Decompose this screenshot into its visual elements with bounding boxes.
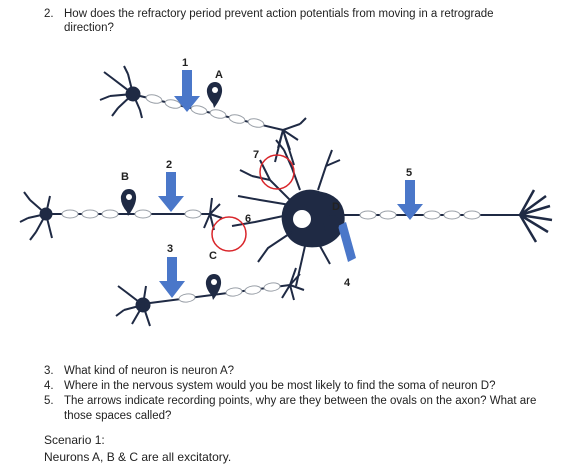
question-number: 4.	[44, 380, 54, 392]
label-4: 4	[344, 277, 351, 289]
arrow-2	[158, 172, 184, 212]
label-3: 3	[167, 243, 173, 255]
electrode-pins	[120, 82, 340, 300]
question-number: 5.	[44, 395, 54, 407]
question-text-line2: direction?	[64, 22, 114, 34]
label-c: C	[209, 250, 217, 262]
pin-d	[323, 215, 340, 242]
circle-7	[259, 154, 295, 190]
neuron-diagram: 1 A 7 B 2 5 D 6 3 C 4	[19, 57, 553, 327]
arrow-4	[338, 222, 356, 262]
label-5: 5	[406, 167, 412, 179]
pin-b	[120, 189, 137, 216]
question-text: How does the refractory period prevent a…	[64, 8, 494, 20]
question-text: The arrows indicate recording points, wh…	[64, 395, 537, 407]
label-b: B	[121, 171, 129, 183]
circle-6	[211, 216, 247, 252]
label-a: A	[215, 69, 223, 81]
arrow-3	[159, 257, 185, 298]
scenario-text: Neurons A, B & C are all excitatory.	[44, 450, 232, 464]
scenario-title: Scenario 1:	[44, 433, 105, 447]
neuron-d	[231, 139, 553, 287]
pin-a	[206, 82, 223, 108]
question-number: 2.	[44, 8, 54, 20]
question-number: 3.	[44, 365, 54, 377]
label-6: 6	[245, 213, 251, 225]
question-text: What kind of neuron is neuron A?	[64, 365, 235, 377]
synapse-circles	[211, 154, 295, 252]
neuron-a	[99, 65, 307, 166]
neuron-b	[19, 191, 223, 241]
neuron-c	[115, 267, 305, 327]
label-1: 1	[182, 57, 188, 69]
question-text-line2: those spaces called?	[64, 410, 172, 422]
arrow-5	[397, 180, 423, 220]
label-d: D	[332, 201, 340, 213]
question-2-line2: direction?	[64, 21, 114, 36]
question-5-line2: those spaces called?	[64, 409, 171, 424]
label-7: 7	[253, 149, 259, 161]
recording-arrows	[158, 70, 423, 298]
label-2: 2	[166, 159, 172, 171]
pin-c	[205, 274, 222, 300]
arrow-1	[174, 70, 200, 112]
question-text: Where in the nervous system would you be…	[64, 380, 496, 392]
